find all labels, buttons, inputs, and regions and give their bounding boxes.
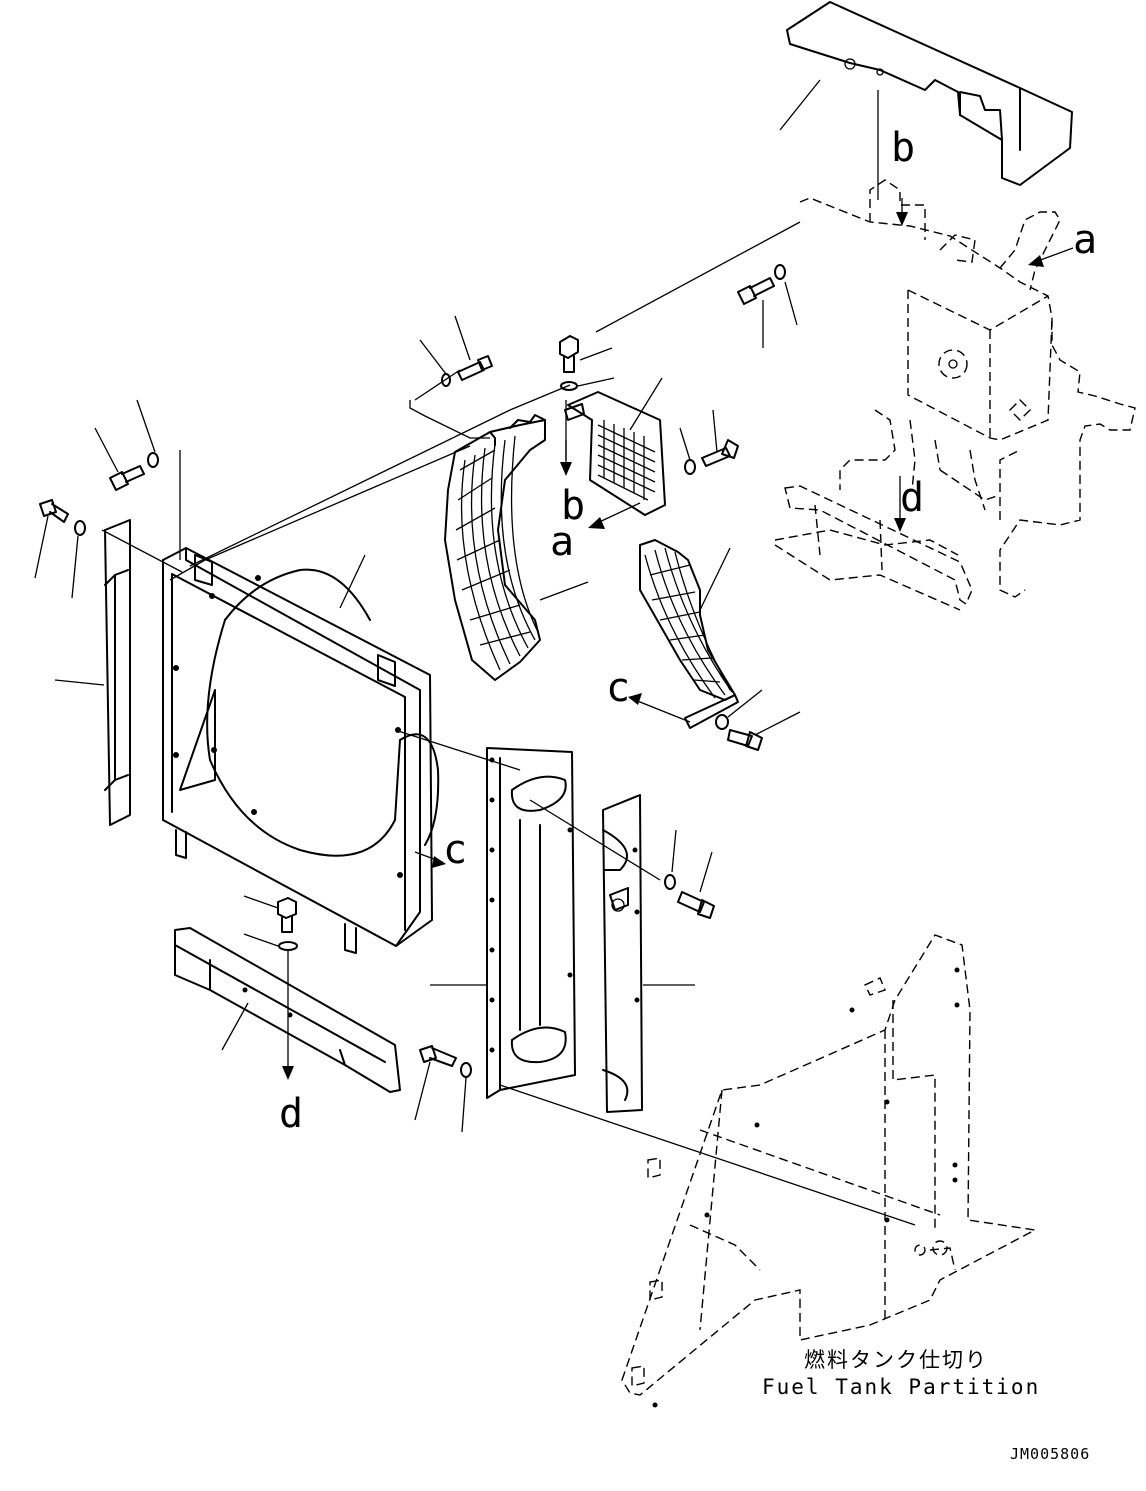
assembly-lines	[101, 90, 916, 1226]
partition-label-en: Fuel Tank Partition	[762, 1375, 1041, 1399]
bolt-mesh-right	[679, 409, 739, 475]
direction-arrows	[282, 198, 1074, 1080]
small-mesh-guard	[564, 377, 666, 516]
radiator-shroud	[162, 547, 440, 954]
ref-c-right: c	[606, 665, 631, 711]
bolt-lower-seal	[414, 1045, 472, 1133]
bolt-upper-right	[737, 264, 798, 348]
bottom-seal-strip	[174, 927, 401, 1093]
right-side-seal-rear	[602, 794, 695, 1113]
curved-mesh-guard	[444, 414, 589, 681]
bolt-far-left	[34, 499, 86, 599]
ref-d-right: d	[900, 475, 925, 521]
bolt-upper-left	[94, 399, 159, 491]
partition-label-jp: 燃料タンク仕切り	[804, 1348, 988, 1372]
top-cover	[779, 1, 1073, 186]
ref-a-right: a	[1073, 217, 1098, 263]
bolt-center-top	[559, 335, 615, 391]
ref-a-mid: a	[550, 519, 575, 565]
fuel-tank-partition	[621, 934, 1038, 1408]
ref-d-bottom: d	[279, 1091, 304, 1137]
ref-c-left: c	[443, 827, 468, 873]
right-side-seal-front	[430, 747, 576, 1099]
bolt-bottom	[243, 895, 298, 951]
bolt-upper-center-left	[419, 315, 493, 387]
left-seal-strip	[54, 519, 131, 826]
bolt-right-guard-lower	[715, 689, 801, 751]
fasteners	[34, 264, 801, 1133]
ref-b-mid: b	[561, 483, 586, 529]
ref-b-top: b	[891, 125, 916, 171]
drawing-code: JM005806	[1010, 1445, 1091, 1463]
right-mesh-guard	[639, 539, 739, 729]
bolt-right-seal	[664, 829, 715, 919]
